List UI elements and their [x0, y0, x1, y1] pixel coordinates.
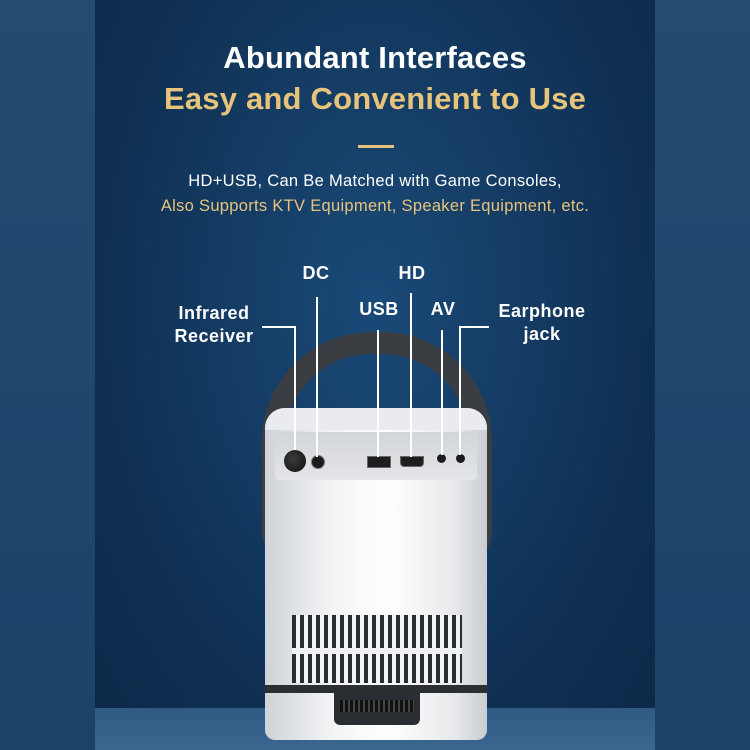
- heading-line-2: Easy and Convenient to Use: [163, 81, 587, 116]
- subheading-line-1: HD+USB, Can Be Matched with Game Console…: [188, 172, 562, 190]
- earphone-leader-vertical: [459, 326, 461, 455]
- hd-port: [400, 456, 424, 467]
- vent-band: [292, 648, 462, 654]
- hd-label: HD: [398, 263, 426, 283]
- earphone-label: Earphone jack: [488, 300, 596, 346]
- left-side-background: [0, 0, 95, 750]
- hd-leader: [410, 293, 412, 457]
- earphone-port: [456, 454, 465, 463]
- av-leader: [441, 330, 443, 455]
- base-trim: [265, 685, 487, 693]
- av-label: AV: [430, 299, 456, 319]
- infrared-leader-vertical: [294, 326, 296, 450]
- earphone-leader-horizontal: [459, 326, 489, 328]
- usb-leader: [377, 330, 379, 457]
- earphone-label-line1: Earphone: [498, 301, 586, 321]
- infrared-label: Infrared Receiver: [165, 302, 263, 348]
- foot-grille: [340, 700, 414, 712]
- dc-label: DC: [302, 263, 330, 283]
- projector-top-cap: [265, 408, 487, 430]
- infrared-leader-horizontal: [262, 326, 296, 328]
- usb-port: [367, 456, 391, 468]
- gold-divider: [358, 145, 394, 148]
- dc-port: [311, 455, 325, 469]
- infrared-receiver-port: [284, 450, 306, 472]
- right-side-background: [655, 0, 750, 750]
- dc-leader: [316, 297, 318, 457]
- earphone-label-line2: jack: [523, 324, 561, 344]
- av-port: [437, 454, 446, 463]
- subheading-line-2: Also Supports KTV Equipment, Speaker Equ…: [160, 197, 590, 215]
- heading-line-1: Abundant Interfaces: [223, 40, 527, 75]
- infrared-label-line1: Infrared: [178, 303, 250, 323]
- usb-label: USB: [359, 299, 399, 319]
- infrared-label-line2: Receiver: [174, 326, 254, 346]
